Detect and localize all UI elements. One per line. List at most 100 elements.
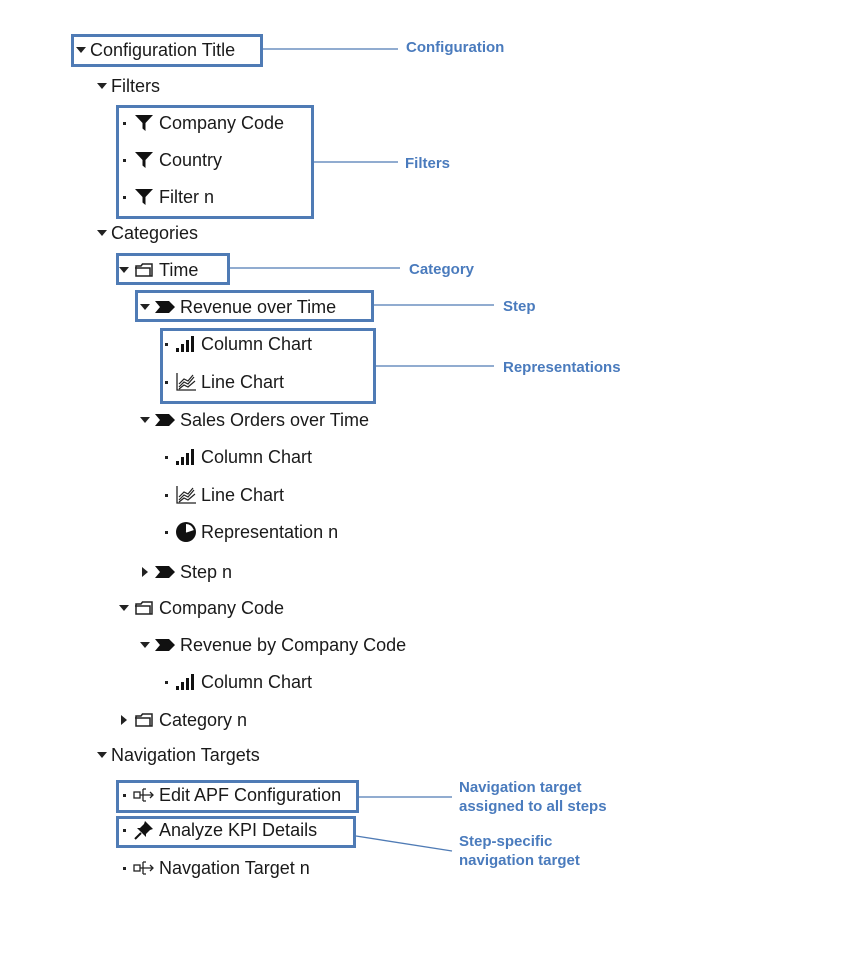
tree-node-step-revenue-by-company-code[interactable]: Revenue by Company Code <box>136 632 406 658</box>
navigation-target-icon <box>133 857 155 879</box>
tree-node-rep-line-chart[interactable]: Line Chart <box>157 369 284 395</box>
tree-node-rep-column-chart[interactable]: Column Chart <box>157 331 312 357</box>
pie-chart-icon <box>175 521 197 543</box>
leader-line-nav-step-specific <box>355 835 453 852</box>
node-label: Company Code <box>159 112 285 133</box>
annotation-nav-all-steps: Navigation target assigned to all steps <box>459 778 607 816</box>
collapse-arrow-icon[interactable] <box>136 559 154 585</box>
bullet-icon <box>115 855 133 881</box>
node-label: Edit APF Configuration <box>159 784 342 805</box>
node-label: Time <box>159 259 199 280</box>
expand-arrow-icon[interactable] <box>136 632 154 658</box>
tree-node-categories[interactable]: Categories <box>93 220 198 246</box>
annotation-line: assigned to all steps <box>459 798 607 815</box>
annotation-line: navigation target <box>459 852 580 869</box>
tree-node-category-company-code[interactable]: Company Code <box>115 595 284 621</box>
bullet-icon <box>157 331 175 357</box>
node-label: Navgation Target n <box>159 857 310 878</box>
tree-node-nav-target-n[interactable]: Navgation Target n <box>115 855 310 881</box>
annotation-step: Step <box>503 298 536 315</box>
bullet-icon <box>157 482 175 508</box>
tree-node-filter-company-code[interactable]: Company Code <box>115 110 284 136</box>
bullet-icon <box>115 147 133 173</box>
tree-node-navigation-targets[interactable]: Navigation Targets <box>93 742 260 768</box>
annotation-configuration: Configuration <box>406 39 505 56</box>
expand-arrow-icon[interactable] <box>72 37 90 63</box>
expand-arrow-icon[interactable] <box>115 595 133 621</box>
tree-node-rep-representation-n[interactable]: Representation n <box>157 519 338 545</box>
annotation-category: Category <box>409 261 475 278</box>
collapse-arrow-icon[interactable] <box>115 707 133 733</box>
node-label: Categories <box>111 222 199 243</box>
node-label: Country <box>159 149 223 170</box>
bullet-icon <box>157 669 175 695</box>
node-label: Column Chart <box>201 446 313 467</box>
node-label: Step n <box>180 561 233 582</box>
tree-node-rep-column-chart[interactable]: Column Chart <box>157 669 312 695</box>
column-chart-icon <box>175 671 197 693</box>
folder-icon <box>133 709 155 731</box>
node-label: Representation n <box>201 521 339 542</box>
expand-arrow-icon[interactable] <box>93 220 111 246</box>
annotation-filters: Filters <box>405 155 451 172</box>
tree-node-nav-edit-apf-configuration[interactable]: Edit APF Configuration <box>115 782 341 808</box>
annotation-line: Navigation target <box>459 779 582 796</box>
bullet-icon <box>115 817 133 843</box>
tree-node-filters[interactable]: Filters <box>93 73 160 99</box>
node-label: Column Chart <box>201 333 313 354</box>
expand-arrow-icon[interactable] <box>93 742 111 768</box>
filter-funnel-icon <box>133 149 155 171</box>
bullet-icon <box>157 369 175 395</box>
node-label: Configuration Title <box>90 39 236 60</box>
tree-node-category-n[interactable]: Category n <box>115 707 247 733</box>
navigation-target-icon <box>133 784 155 806</box>
bullet-icon <box>115 782 133 808</box>
tree-node-rep-line-chart[interactable]: Line Chart <box>157 482 284 508</box>
chevron-step-icon <box>154 561 176 583</box>
node-label: Revenue by Company Code <box>180 634 407 655</box>
chevron-step-icon <box>154 296 176 318</box>
tree-node-step-n[interactable]: Step n <box>136 559 232 585</box>
annotation-nav-step-specific: Step-specific navigation target <box>459 832 580 870</box>
tree-node-category-time[interactable]: Time <box>115 257 198 283</box>
tree-node-nav-analyze-kpi-details[interactable]: Analyze KPI Details <box>115 817 317 843</box>
chevron-step-icon <box>154 409 176 431</box>
expand-arrow-icon[interactable] <box>115 257 133 283</box>
expand-arrow-icon[interactable] <box>93 73 111 99</box>
node-label: Line Chart <box>201 484 285 505</box>
node-label: Revenue over Time <box>180 296 337 317</box>
node-label: Line Chart <box>201 371 285 392</box>
bullet-icon <box>157 519 175 545</box>
pushpin-icon <box>133 819 155 841</box>
node-label: Filter n <box>159 186 215 207</box>
tree-node-filter-country[interactable]: Country <box>115 147 222 173</box>
column-chart-icon <box>175 333 197 355</box>
line-chart-icon <box>175 484 197 506</box>
bullet-icon <box>115 110 133 136</box>
annotation-representations: Representations <box>503 359 621 376</box>
node-label: Company Code <box>159 597 285 618</box>
chevron-step-icon <box>154 634 176 656</box>
node-label: Navigation Targets <box>111 744 260 765</box>
node-label: Sales Orders over Time <box>180 409 370 430</box>
tree-node-config-title[interactable]: Configuration Title <box>72 37 235 63</box>
expand-arrow-icon[interactable] <box>136 294 154 320</box>
folder-icon <box>133 597 155 619</box>
tree-node-filter-n[interactable]: Filter n <box>115 184 214 210</box>
tree-node-step-revenue-over-time[interactable]: Revenue over Time <box>136 294 336 320</box>
folder-icon <box>133 259 155 281</box>
bullet-icon <box>115 184 133 210</box>
line-chart-icon <box>175 371 197 393</box>
node-label: Category n <box>159 709 248 730</box>
filter-funnel-icon <box>133 112 155 134</box>
tree-node-step-sales-orders-over-time[interactable]: Sales Orders over Time <box>136 407 369 433</box>
node-label: Column Chart <box>201 671 313 692</box>
node-label: Filters <box>111 75 160 96</box>
node-label: Analyze KPI Details <box>159 819 318 840</box>
tree-node-rep-column-chart[interactable]: Column Chart <box>157 444 312 470</box>
bullet-icon <box>157 444 175 470</box>
column-chart-icon <box>175 446 197 468</box>
expand-arrow-icon[interactable] <box>136 407 154 433</box>
annotation-line: Step-specific <box>459 833 553 850</box>
